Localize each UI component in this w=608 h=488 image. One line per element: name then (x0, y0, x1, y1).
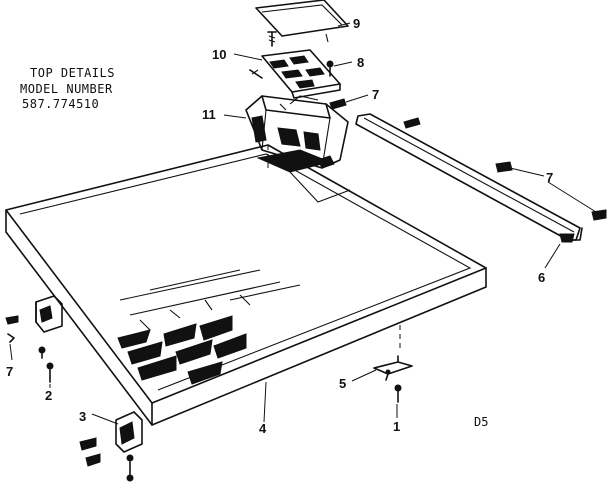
callout-10: 10 (212, 47, 226, 62)
part-6-trim-rail (355, 113, 583, 243)
callout-7-upper: 7 (372, 87, 379, 102)
part-2-corner-bracket (5, 295, 63, 383)
callout-3: 3 (79, 409, 86, 424)
header-model-label: MODEL NUMBER (20, 82, 113, 96)
screw-rail-top (403, 117, 421, 129)
callout-8: 8 (357, 55, 364, 70)
part-5-bracket (373, 355, 413, 381)
callout-1: 1 (393, 419, 400, 434)
callout-6: 6 (538, 270, 545, 285)
diagram-header: TOP DETAILS MODEL NUMBER 587.774510 (20, 66, 115, 111)
part-8-screw (326, 60, 334, 77)
callout-2: 2 (45, 388, 52, 403)
part-1-screw (394, 384, 402, 403)
part-9-cover-plate (255, 0, 349, 43)
callout-7-rail: 7 (546, 170, 553, 185)
callout-7-left: 7 (6, 364, 13, 379)
part-3-corner-bracket (79, 411, 143, 482)
panel-texture (117, 269, 301, 385)
header-model-number: 587.774510 (22, 97, 99, 111)
callout-9: 9 (353, 16, 360, 31)
leader-lines (9, 22, 597, 425)
sheet-code: D5 (474, 415, 488, 429)
screw-top (267, 31, 277, 47)
screw-left-of-housing (249, 69, 263, 79)
callout-5: 5 (339, 376, 346, 391)
part-7-screws-rail (495, 161, 607, 221)
top-panel (5, 144, 487, 426)
callout-4: 4 (259, 421, 267, 436)
callout-labels: 9 10 8 7 11 7 6 5 1 4 7 2 3 (6, 16, 553, 436)
part-7-screw-upper (329, 98, 347, 110)
callout-11: 11 (202, 107, 216, 122)
part-11-control-housing (245, 95, 349, 169)
part-10-control-bracket (261, 49, 341, 99)
header-title: TOP DETAILS (30, 66, 115, 80)
